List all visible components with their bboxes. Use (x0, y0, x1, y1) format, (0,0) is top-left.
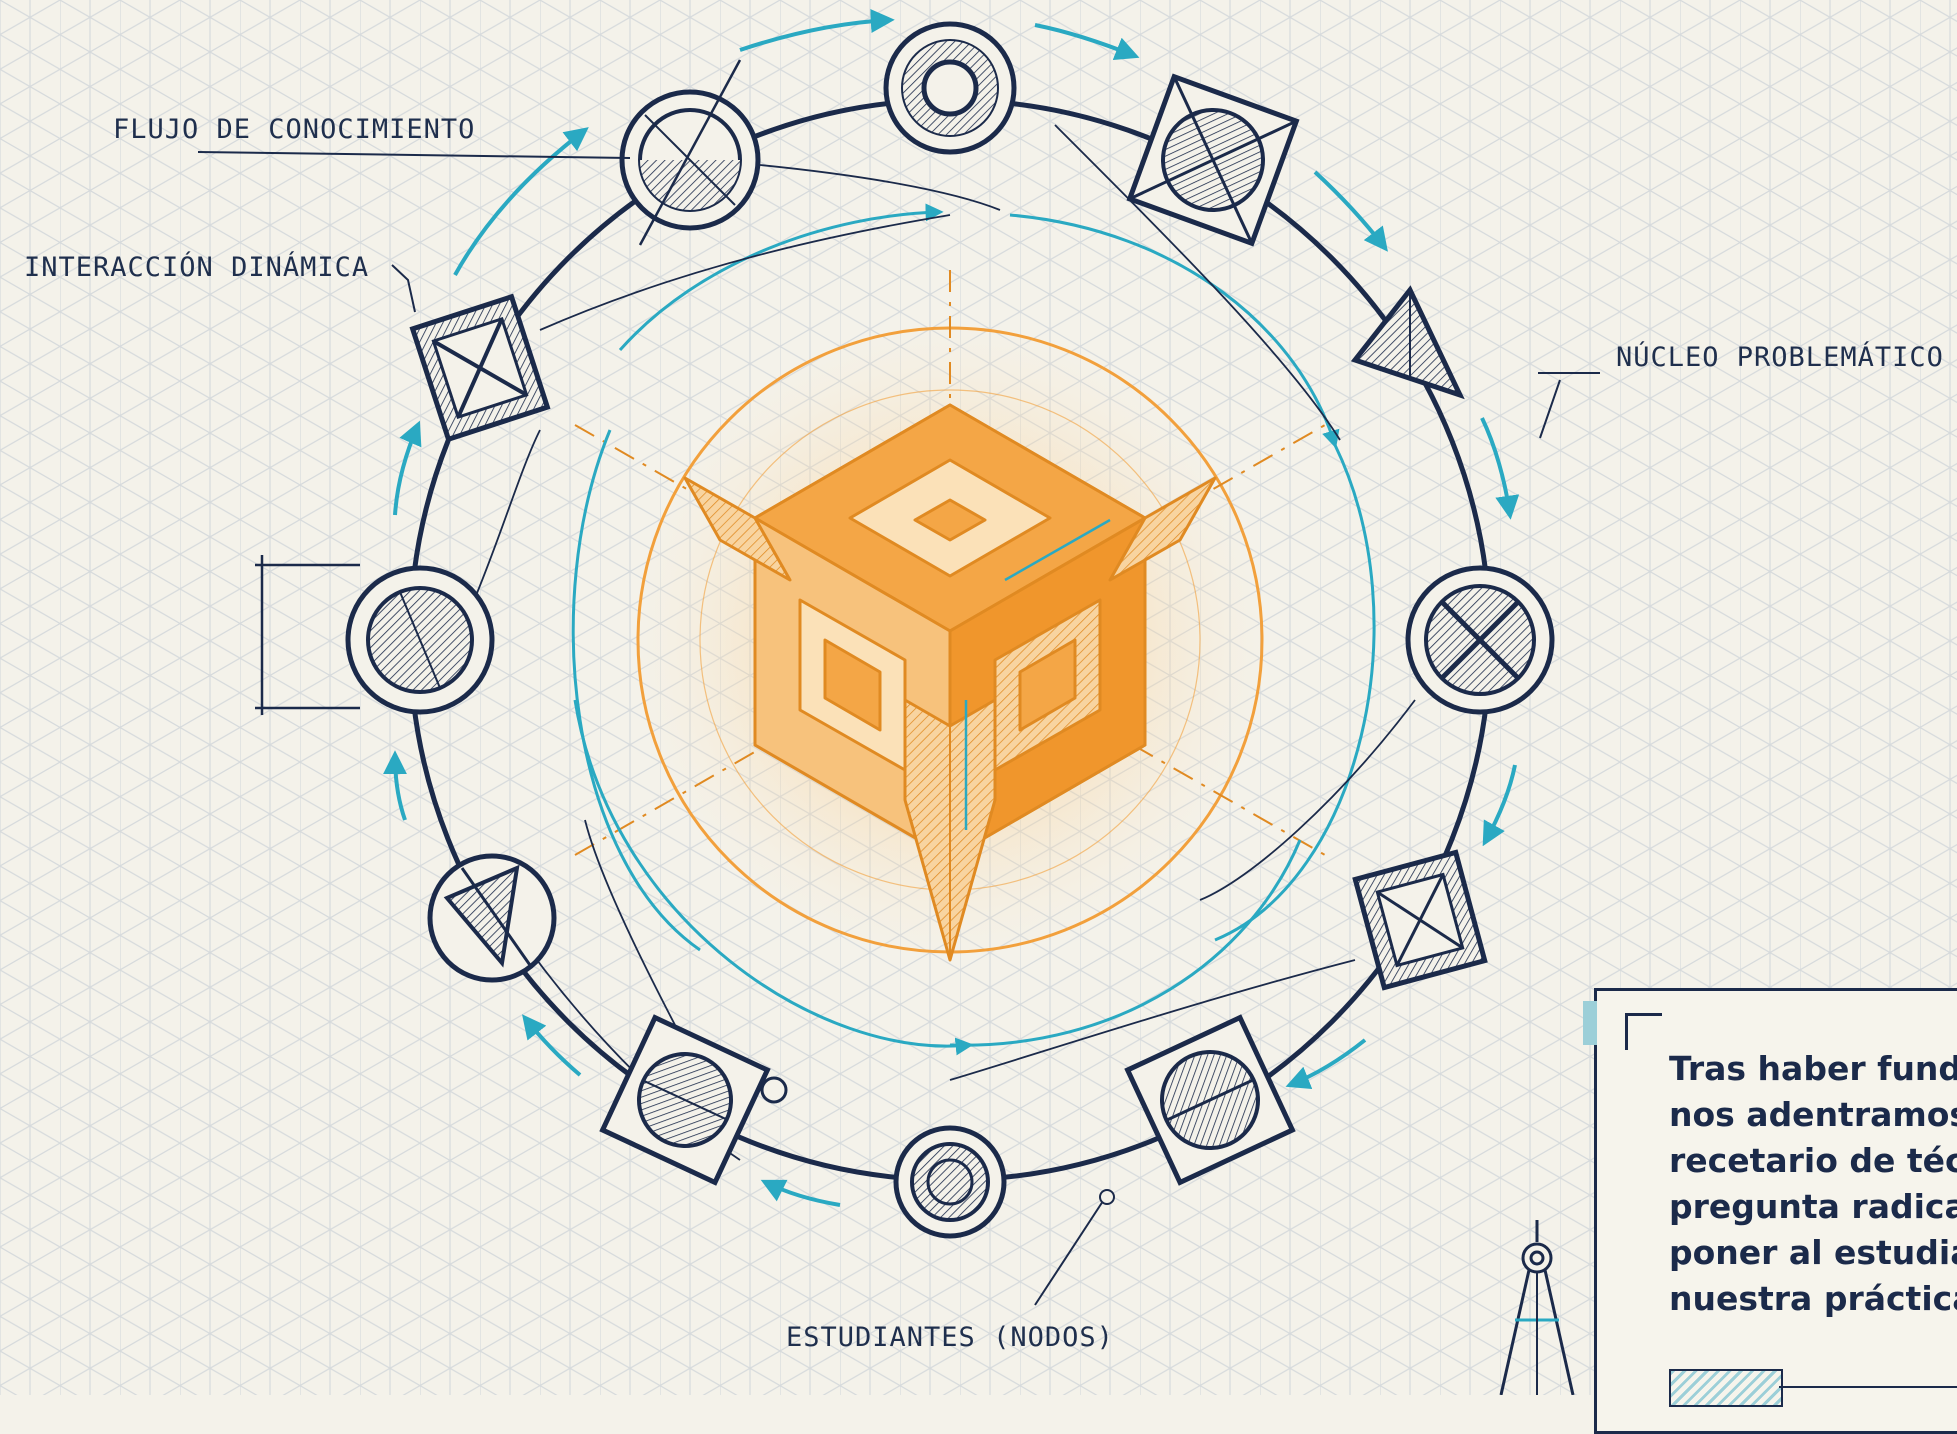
note-underline (1779, 1386, 1957, 1388)
student-node (1128, 1018, 1293, 1183)
student-node (1355, 290, 1460, 395)
student-node (1130, 77, 1297, 244)
dimension-mark (255, 555, 360, 715)
note-line: recetario de téc (1669, 1141, 1957, 1180)
corner-bracket-icon (1625, 1013, 1662, 1050)
label-students-nodes: ESTUDIANTES (NODOS) (786, 1322, 1114, 1353)
note-line: nos adentramos (1669, 1095, 1957, 1134)
hatched-bar (1669, 1369, 1783, 1407)
student-node (430, 856, 554, 980)
label-dynamic-interaction: INTERACCIÓN DINÁMICA (24, 252, 369, 283)
label-knowledge-flow: FLUJO DE CONOCIMIENTO (113, 114, 475, 145)
student-node (1355, 852, 1484, 987)
compass-icon (1501, 1220, 1573, 1395)
student-node (622, 60, 758, 245)
student-node (1408, 568, 1552, 712)
student-node (413, 297, 548, 439)
student-node (348, 568, 492, 712)
note-line: pregunta radica (1669, 1187, 1957, 1226)
note-panel: Tras haber funda nos adentramos recetari… (1594, 988, 1957, 1434)
label-problem-core: NÚCLEO PROBLEMÁTICO (1616, 342, 1944, 373)
student-node (886, 24, 1014, 152)
note-line: poner al estudia (1669, 1233, 1957, 1272)
note-tab (1583, 1001, 1597, 1045)
student-node (603, 1018, 768, 1183)
student-node (896, 1128, 1004, 1236)
note-line: nuestra práctica (1669, 1279, 1957, 1318)
note-line: Tras haber funda (1669, 1049, 1957, 1088)
